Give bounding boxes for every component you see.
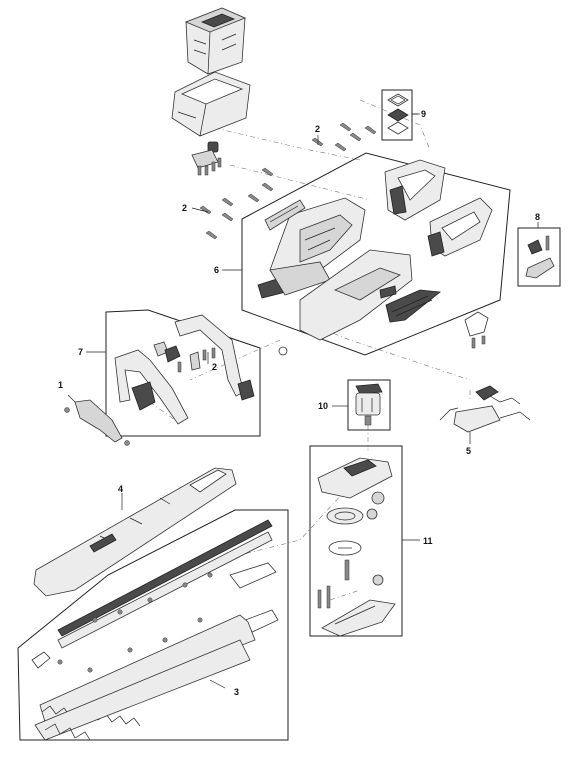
callout-9: 9 [421, 109, 426, 119]
box-7-front-handle [86, 309, 261, 437]
box-3-blades [17, 509, 289, 741]
box-6-housing [222, 152, 511, 356]
battery-holder [171, 71, 251, 137]
leader-lines [191, 113, 539, 364]
callout-10: 10 [318, 401, 328, 411]
box-11-gearbox [309, 445, 420, 637]
callout-2-handle: 2 [212, 362, 217, 372]
assembly-guide-lines [139, 99, 471, 601]
callout-7: 7 [78, 347, 83, 357]
housing-screws [199, 122, 377, 240]
callout-6: 6 [214, 265, 219, 275]
box-10-motor [332, 379, 391, 431]
callout-5: 5 [466, 446, 471, 456]
callout-4: 4 [118, 484, 123, 494]
callout-1: 1 [58, 380, 63, 390]
battery-latch [191, 141, 222, 176]
callout-11: 11 [423, 536, 433, 546]
callout-2-top: 2 [315, 124, 320, 134]
part-5-connector [439, 385, 531, 444]
box-9-seals [381, 89, 418, 141]
callout-2-left: 2 [182, 203, 187, 213]
callout-labels: 1 2 2 2 3 4 5 6 7 8 9 10 11 [58, 109, 540, 697]
callout-3: 3 [234, 687, 239, 697]
callout-8: 8 [535, 212, 540, 222]
part-4-blade-cover [33, 467, 237, 597]
trigger-spring [278, 311, 489, 356]
battery-pack [184, 7, 247, 75]
box-8-switch [517, 227, 561, 287]
part-1-bracket [64, 394, 130, 446]
